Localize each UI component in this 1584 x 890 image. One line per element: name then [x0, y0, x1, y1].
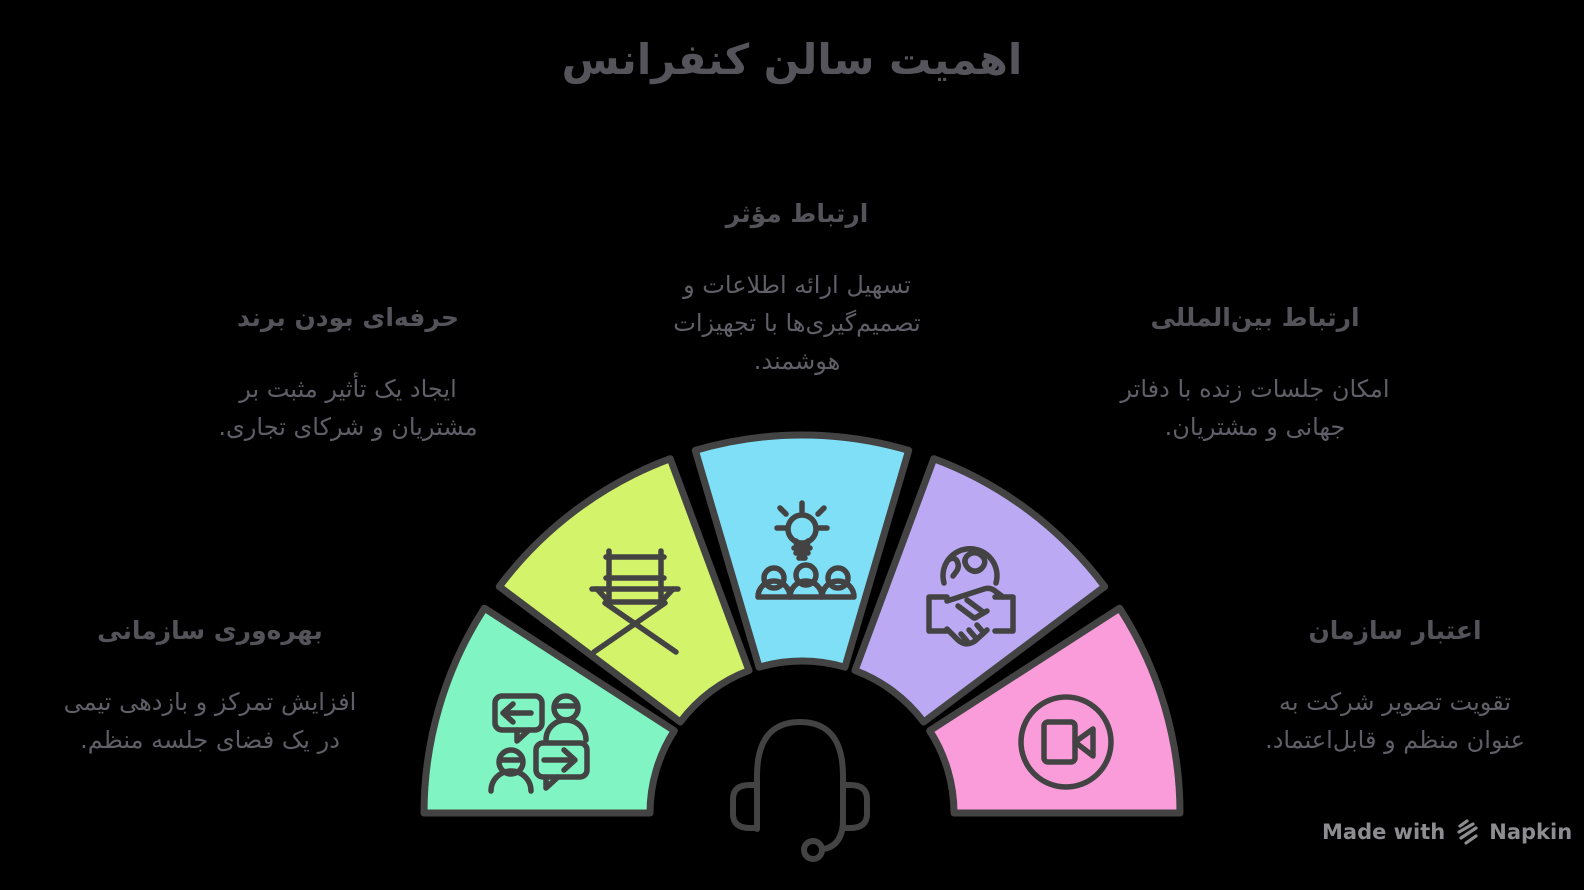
video-camera-icon [1018, 694, 1114, 790]
idea-audience-icon [755, 500, 857, 600]
wedge-organization-credibility [926, 604, 1184, 817]
headset-icon [730, 719, 870, 862]
section-heading: ارتباط بین‌المللی [1150, 303, 1360, 332]
section-description: تسهیل ارائه اطلاعات و تصمیم‌گیری‌ها با ت… [673, 271, 921, 375]
napkin-logo-icon [1457, 819, 1478, 845]
page-title: اهمیت سالن کنفرانس [561, 35, 1023, 84]
wedge-organizational-productivity [420, 604, 678, 817]
chat-people-icon [488, 693, 590, 794]
section-description: امکان جلسات زنده با دفاتر جهانی و مشتریا… [1120, 375, 1390, 441]
section-heading: حرفه‌ای بودن برند [237, 303, 459, 332]
section-label-brand-professionalism: حرفه‌ای بودن برند ایجاد یک تأثیر مثبت بر… [138, 300, 558, 446]
section-description: تقویت تصویر شرکت به عنوان منظم و قابل‌اع… [1265, 688, 1525, 754]
section-label-organizational-productivity: بهره‌وری سازمانی افزایش تمرکز و بازدهی ت… [0, 613, 420, 759]
section-heading: اعتبار سازمان [1308, 616, 1482, 645]
napkin-credit: Made with Napkin [1322, 816, 1572, 848]
section-label-effective-communication: ارتباط مؤثر تسهیل ارائه اطلاعات و تصمیم‌… [587, 196, 1007, 380]
section-label-organization-credibility: اعتبار سازمان تقویت تصویر شرکت به عنوان … [1185, 613, 1584, 759]
made-with-label: Made with [1322, 820, 1446, 844]
section-description: ایجاد یک تأثیر مثبت بر مشتریان و شرکای ت… [218, 375, 478, 441]
section-label-international-communication: ارتباط بین‌المللی امکان جلسات زنده با دف… [1045, 300, 1465, 446]
directors-chair-icon [589, 548, 681, 655]
napkin-brand-label: Napkin [1489, 820, 1573, 844]
globe-handshake-icon [926, 546, 1016, 647]
section-heading: ارتباط مؤثر [725, 199, 869, 228]
wedge-icons [488, 500, 1114, 794]
section-description: افزایش تمرکز و بازدهی تیمی در یک فضای جل… [63, 688, 357, 754]
section-heading: بهره‌وری سازمانی [97, 616, 323, 645]
